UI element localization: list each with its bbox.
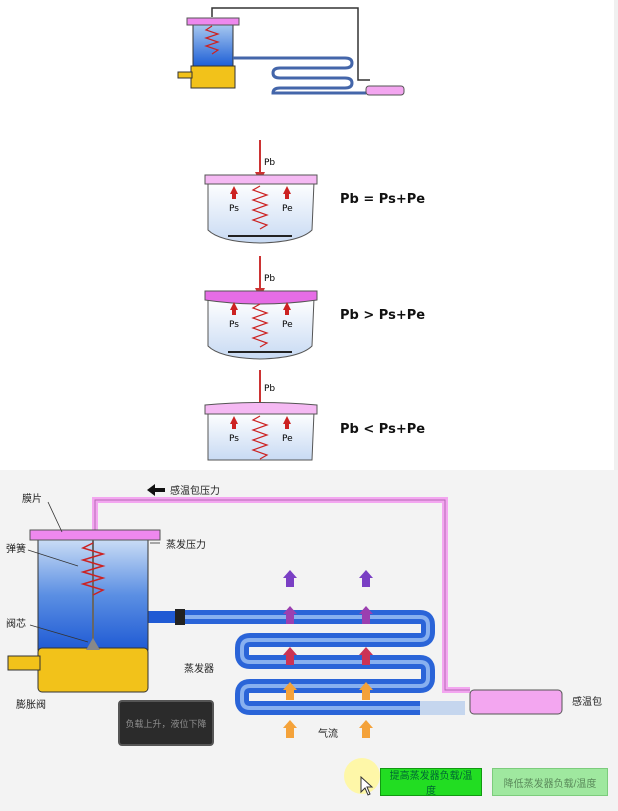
left-arrow-icon — [147, 484, 165, 496]
purple-arrows — [283, 570, 373, 587]
pe-label-1: Pe — [282, 204, 293, 214]
pressure-cells: Pb Ps Pe Pb Ps Pe Pb — [204, 140, 318, 461]
small-bulb — [365, 85, 405, 96]
inlet-pipe — [7, 655, 41, 671]
valve-liquid-chamber — [37, 647, 149, 693]
pipe-nut — [175, 609, 185, 625]
label-expansion-valve: 膨胀阀 — [16, 698, 46, 711]
evaporator-coil-highlight — [185, 615, 430, 710]
valve-core — [86, 638, 100, 650]
orange-arrows — [283, 682, 373, 738]
valve-spring — [80, 542, 106, 596]
cell-greater: Pb Ps Pe — [204, 256, 318, 360]
label-bulb: 感温包 — [572, 695, 602, 708]
capillary-outline — [94, 499, 470, 691]
pe-label-2: Pe — [282, 320, 293, 330]
small-valve-body — [192, 23, 234, 67]
sensing-bulb — [469, 689, 563, 715]
pb-label-2: Pb — [264, 274, 275, 284]
label-diaphragm: 膜片 — [22, 492, 42, 505]
red-arrows — [283, 647, 373, 665]
small-diaphragm — [186, 17, 240, 26]
capillary-line — [211, 7, 370, 81]
small-spring — [204, 25, 220, 55]
cell-equal: Pb Ps Pe — [204, 140, 318, 244]
label-spring: 弹簧 — [6, 542, 26, 555]
panel-edge — [614, 0, 618, 470]
ps-label-3: Ps — [229, 434, 239, 444]
equation-less: Pb < Ps+Pe — [340, 422, 426, 437]
small-schematic — [177, 7, 405, 96]
diaphragm — [29, 529, 161, 541]
label-evap-pressure: 蒸发压力 — [166, 538, 206, 551]
label-evaporator: 蒸发器 — [184, 662, 214, 675]
lower-load-button[interactable]: 降低蒸发器负载/温度 — [492, 768, 608, 796]
label-bulb-pressure: 感温包压力 — [170, 484, 220, 497]
label-valve-core: 阀芯 — [6, 617, 26, 630]
equation-equal: Pb = Ps+Pe — [340, 192, 426, 207]
pb-label-3: Pb — [264, 384, 275, 394]
equation-greater: Pb > Ps+Pe — [340, 308, 426, 323]
small-inlet-pipe — [177, 71, 193, 79]
status-box: 负载上升，液位下降 — [118, 700, 214, 746]
small-coil — [233, 56, 366, 95]
violet-arrows — [283, 606, 373, 624]
pointer-icon — [360, 776, 374, 796]
top-panel: Pb Ps Pe Pb Ps Pe Pb — [177, 0, 618, 470]
ps-label-1: Ps — [229, 204, 239, 214]
label-airflow: 气流 — [318, 727, 338, 740]
pb-label-1: Pb — [264, 158, 275, 168]
raise-load-button[interactable]: 提高蒸发器负载/温度 — [380, 768, 482, 797]
pe-label-3: Pe — [282, 434, 293, 444]
ps-label-2: Ps — [229, 320, 239, 330]
outlet-pipe — [147, 611, 177, 623]
cell-less: Pb Ps Pe — [204, 370, 318, 461]
